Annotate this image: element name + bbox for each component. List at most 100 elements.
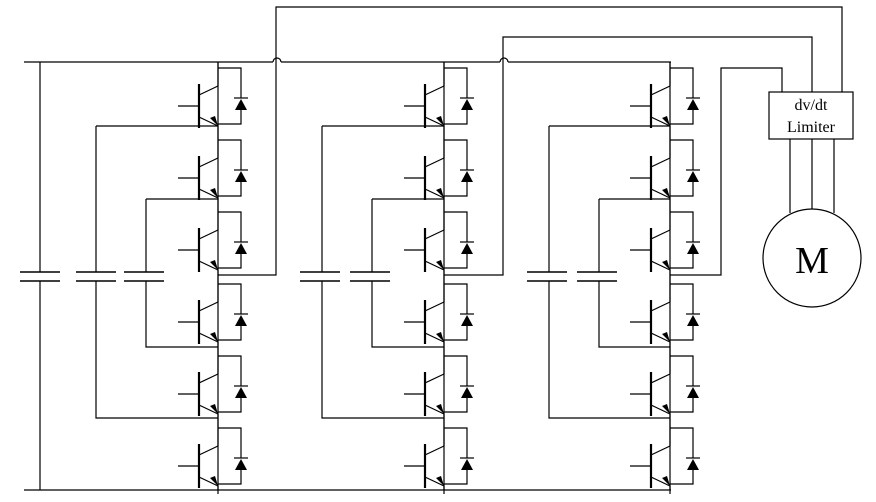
capacitor-3a bbox=[527, 271, 567, 282]
dc-link-node bbox=[95, 281, 218, 419]
diode-wire bbox=[218, 254, 242, 269]
diode-wire bbox=[444, 182, 468, 197]
emitter-lead bbox=[650, 332, 671, 343]
igbt-cell-5 bbox=[404, 350, 474, 422]
diode-triangle bbox=[461, 387, 473, 398]
diode-wire bbox=[218, 67, 242, 92]
igbt-cell-5 bbox=[630, 350, 700, 422]
collector-lead bbox=[198, 157, 219, 168]
collector-lead bbox=[424, 229, 445, 240]
diode-wire bbox=[670, 283, 694, 308]
diode-wire bbox=[444, 470, 468, 485]
collector-lead bbox=[650, 301, 671, 312]
igbt-cell-2 bbox=[630, 134, 700, 206]
igbt-cell-6 bbox=[178, 422, 248, 494]
collector-lead bbox=[424, 301, 445, 312]
collector-lead bbox=[198, 229, 219, 240]
diode-wire bbox=[444, 211, 468, 236]
igbt-cell-2 bbox=[178, 134, 248, 206]
dc-link-node bbox=[598, 281, 670, 348]
emitter-arrow bbox=[662, 332, 670, 342]
diode-wire bbox=[670, 355, 694, 380]
wiring bbox=[20, 6, 843, 491]
emitter-lead bbox=[198, 116, 219, 127]
collector-lead bbox=[650, 157, 671, 168]
emitter-lead bbox=[650, 260, 671, 271]
diode-triangle bbox=[461, 315, 473, 326]
limiter-label-line2: Limiter bbox=[787, 119, 836, 136]
diode-triangle bbox=[687, 315, 699, 326]
dc-link-node bbox=[371, 281, 444, 348]
igbt-cell-4 bbox=[630, 278, 700, 350]
diode-wire bbox=[444, 283, 468, 308]
diode-wire bbox=[218, 139, 242, 164]
diode-triangle bbox=[687, 459, 699, 470]
collector-lead bbox=[650, 373, 671, 384]
diode-wire bbox=[444, 110, 468, 125]
phase-a-output bbox=[218, 6, 843, 276]
wire-crossover bbox=[272, 57, 282, 63]
inverter-leg-1 bbox=[178, 62, 248, 494]
dc-link-node bbox=[145, 281, 218, 348]
diode-wire bbox=[444, 398, 468, 413]
diode-wire bbox=[670, 110, 694, 125]
emitter-arrow bbox=[662, 476, 670, 486]
collector-lead bbox=[198, 85, 219, 96]
emitter-arrow bbox=[436, 260, 444, 270]
diode-triangle bbox=[687, 171, 699, 182]
diode-wire bbox=[670, 326, 694, 341]
emitter-lead bbox=[424, 404, 445, 415]
diode-wire bbox=[670, 254, 694, 269]
inverter-legs bbox=[178, 62, 700, 494]
collector-lead bbox=[424, 85, 445, 96]
igbt-cell-6 bbox=[630, 422, 700, 494]
diode-triangle bbox=[461, 171, 473, 182]
diode-triangle bbox=[235, 99, 247, 110]
collector-lead bbox=[424, 157, 445, 168]
emitter-lead bbox=[650, 188, 671, 199]
emitter-lead bbox=[424, 188, 445, 199]
collector-lead bbox=[650, 229, 671, 240]
emitter-arrow bbox=[210, 476, 218, 486]
emitter-lead bbox=[198, 404, 219, 415]
diode-wire bbox=[670, 139, 694, 164]
diode-wire bbox=[670, 67, 694, 92]
diode-wire bbox=[218, 182, 242, 197]
capacitor-1b bbox=[76, 271, 116, 282]
emitter-arrow bbox=[436, 116, 444, 126]
diode-wire bbox=[218, 110, 242, 125]
diode-wire bbox=[218, 398, 242, 413]
diode-wire bbox=[670, 182, 694, 197]
emitter-arrow bbox=[436, 476, 444, 486]
emitter-arrow bbox=[436, 188, 444, 198]
diode-wire bbox=[218, 326, 242, 341]
emitter-lead bbox=[198, 260, 219, 271]
diode-wire bbox=[670, 211, 694, 236]
diode-wire bbox=[218, 355, 242, 380]
emitter-lead bbox=[650, 116, 671, 127]
diode-wire bbox=[444, 254, 468, 269]
igbt-cell-3 bbox=[404, 206, 474, 278]
dc-link-node bbox=[548, 281, 670, 419]
igbt-cell-1 bbox=[630, 62, 700, 134]
emitter-lead bbox=[198, 332, 219, 343]
limiter-label-line1: dv/dt bbox=[795, 97, 828, 114]
igbt-cell-4 bbox=[404, 278, 474, 350]
emitter-lead bbox=[424, 116, 445, 127]
emitter-arrow bbox=[662, 404, 670, 414]
phase-c-output bbox=[670, 67, 783, 276]
emitter-arrow bbox=[436, 404, 444, 414]
emitter-arrow bbox=[210, 404, 218, 414]
motor: M bbox=[762, 208, 862, 308]
motor-circle bbox=[762, 208, 862, 308]
diode-wire bbox=[218, 427, 242, 452]
igbt-cell-1 bbox=[178, 62, 248, 134]
diode-triangle bbox=[235, 315, 247, 326]
collector-lead bbox=[650, 85, 671, 96]
diode-wire bbox=[444, 326, 468, 341]
inverter-leg-3 bbox=[630, 62, 700, 494]
diode-wire bbox=[218, 211, 242, 236]
inverter-leg-2 bbox=[404, 62, 474, 494]
diode-wire bbox=[670, 398, 694, 413]
